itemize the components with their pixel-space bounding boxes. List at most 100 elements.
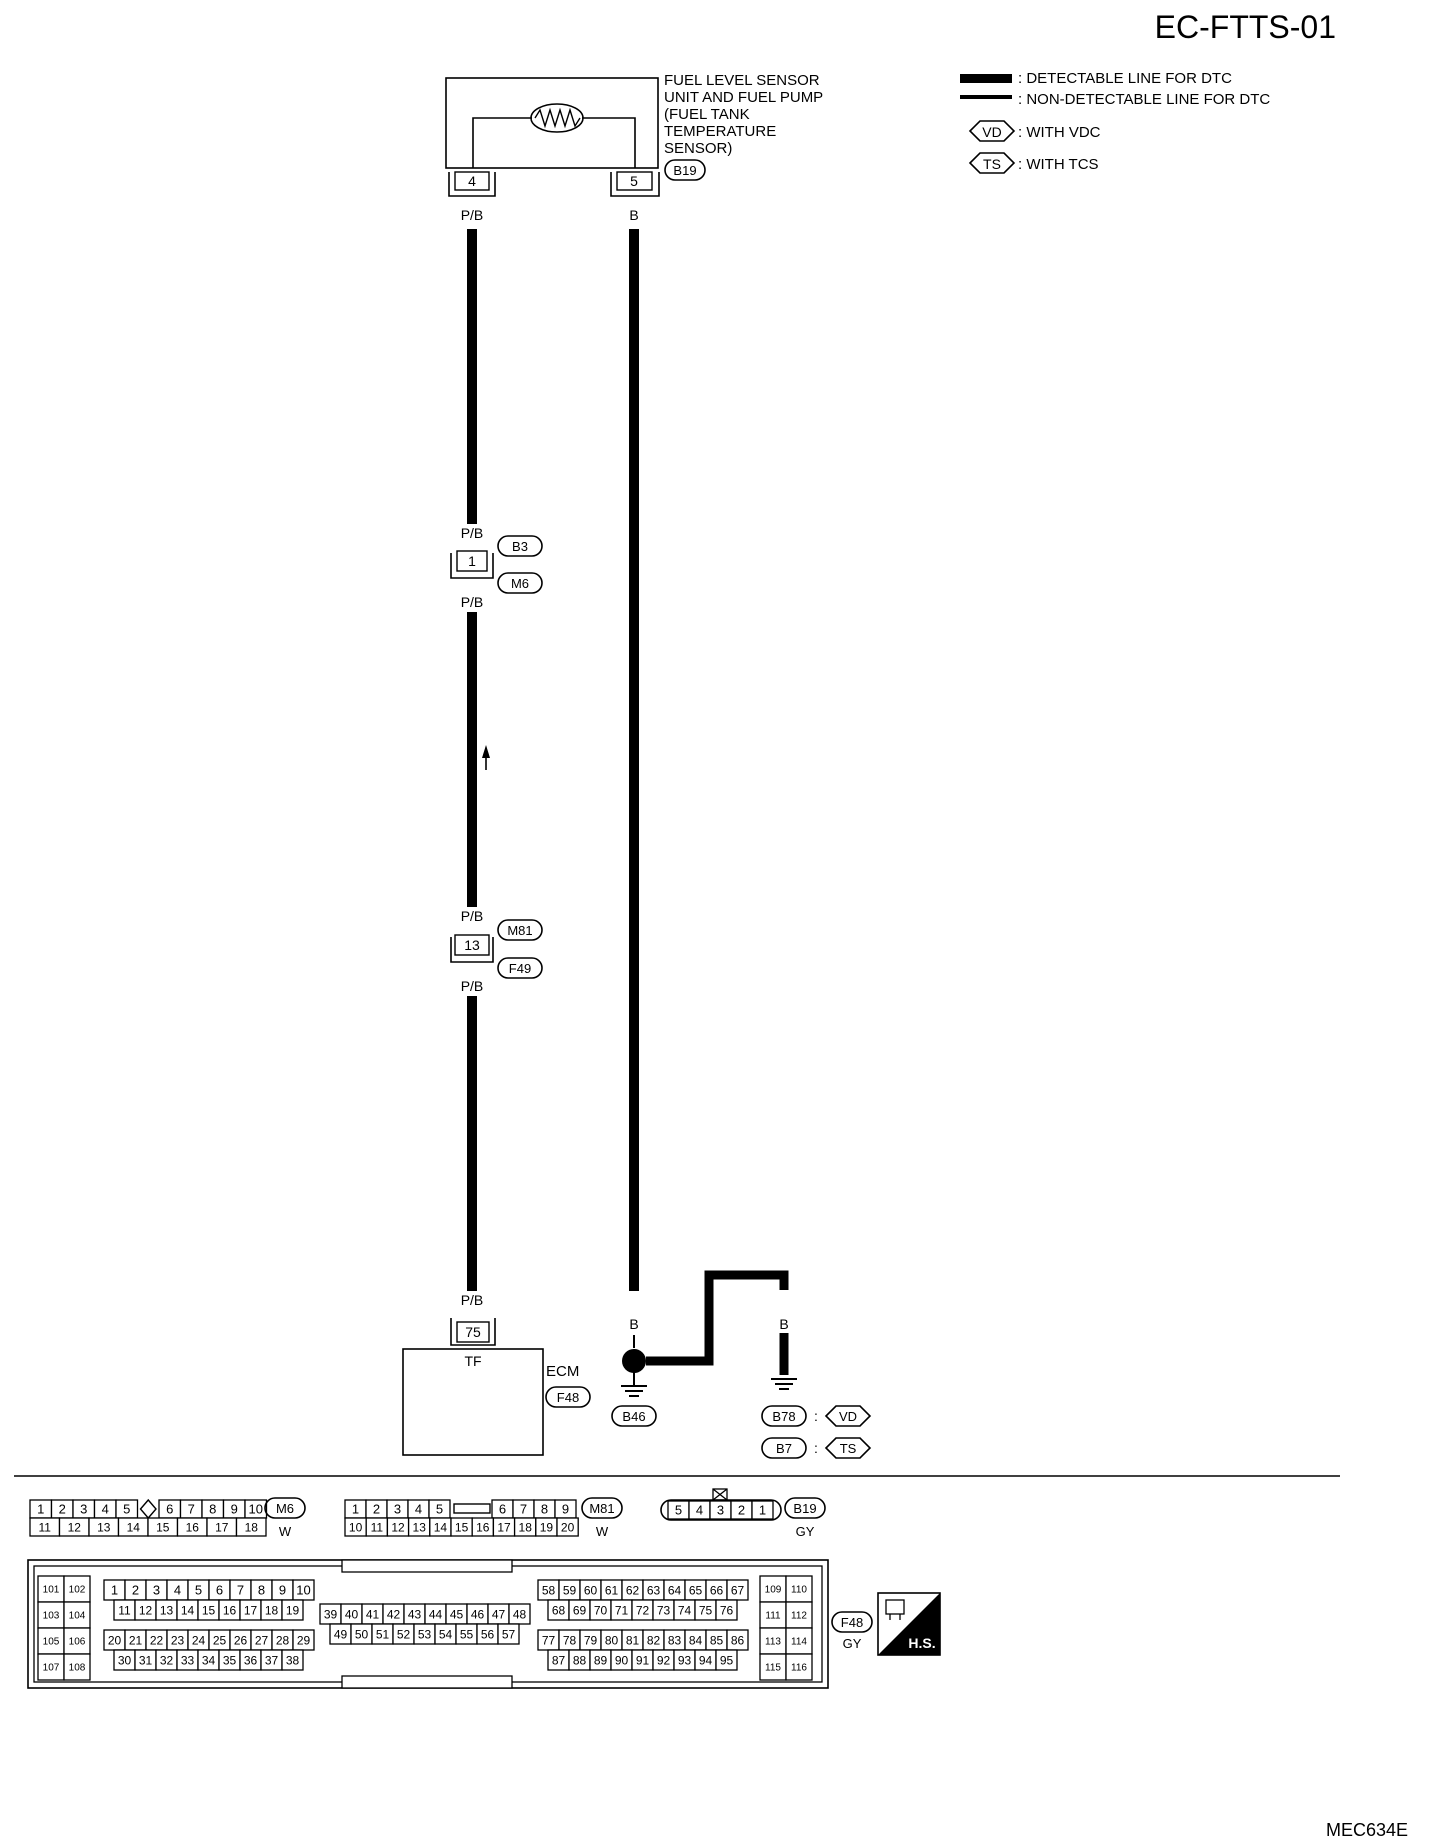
tcs-symbol: TS <box>983 156 1001 172</box>
terminal-number: 79 <box>584 1633 598 1647</box>
terminal-number: 80 <box>605 1633 619 1647</box>
terminal-number: 90 <box>615 1653 629 1667</box>
terminal-number: 85 <box>710 1633 724 1647</box>
connector-bracket <box>450 1318 496 1346</box>
terminal-number: 34 <box>202 1653 216 1667</box>
latch-slot-icon <box>453 1503 491 1514</box>
terminal-number: 51 <box>376 1627 390 1641</box>
tcs-condition-icon <box>968 152 1016 174</box>
terminal-number: 5 <box>675 1503 682 1518</box>
junction-pin <box>454 934 490 956</box>
terminal-number: 7 <box>237 1583 244 1598</box>
connector-tag-f48-label: F48 <box>841 1615 863 1630</box>
connector-color: GY <box>796 1524 815 1539</box>
terminal-number: 27 <box>255 1633 269 1647</box>
terminal-number: 43 <box>408 1607 422 1621</box>
terminal-cell <box>715 1599 738 1621</box>
connector-tag-m6 <box>264 1497 306 1519</box>
colon: : <box>814 1440 818 1456</box>
junction-connector-m81-f49: 13 M81 F49 P/B <box>450 919 543 994</box>
terminal-number: 1 <box>352 1502 359 1517</box>
ground-wire-branch <box>646 1270 789 1366</box>
terminal-number: 33 <box>181 1653 195 1667</box>
terminal-number: 10 <box>249 1502 263 1517</box>
sensor-pin-4-label: 4 <box>468 173 476 189</box>
wire-color-label: P/B <box>461 525 484 541</box>
terminal-number: 6 <box>499 1502 506 1517</box>
connector-tag-f48 <box>545 1386 591 1408</box>
terminal-number: 28 <box>276 1633 290 1647</box>
terminal-number: 58 <box>542 1583 556 1597</box>
terminal-number: 19 <box>286 1603 300 1617</box>
terminal-number: 75 <box>699 1603 713 1617</box>
sensor-internal-wiring-right <box>582 117 636 168</box>
legend-non-detectable-line <box>960 95 1012 99</box>
terminal-number: 35 <box>223 1653 237 1667</box>
connector-tag-b19 <box>784 1497 826 1519</box>
terminal-number: 17 <box>215 1520 229 1534</box>
tcs-condition-label: TS <box>840 1441 857 1456</box>
terminal-number: 52 <box>397 1627 411 1641</box>
connector-color: W <box>596 1524 609 1539</box>
wire-color-label: P/B <box>461 1292 484 1308</box>
terminal-number: 37 <box>265 1653 279 1667</box>
sensor-box <box>445 77 659 169</box>
terminal-number: 68 <box>552 1603 566 1617</box>
terminal-number: 17 <box>244 1603 258 1617</box>
terminal-number: 1 <box>759 1503 766 1518</box>
terminal-number: 38 <box>286 1653 300 1667</box>
terminal-number: 18 <box>245 1520 259 1534</box>
terminal-number: 88 <box>573 1653 587 1667</box>
terminal-number: 14 <box>434 1520 448 1534</box>
legend-detectable-text: : DETECTABLE LINE FOR DTC <box>1018 70 1232 87</box>
sensor-label-line-5: SENSOR) <box>664 140 732 157</box>
terminal-number: 4 <box>102 1502 109 1517</box>
terminal-number: 71 <box>615 1603 629 1617</box>
terminal-number: 12 <box>139 1603 153 1617</box>
vdc-condition-label: VD <box>839 1409 857 1424</box>
terminal-number: 8 <box>258 1583 265 1598</box>
terminal-cell <box>235 1517 267 1537</box>
terminal-number: 7 <box>520 1502 527 1517</box>
terminal-number: 20 <box>108 1633 122 1647</box>
latch-key-icon <box>712 1488 728 1501</box>
ecm-unit: 75 TF ECM F48 <box>402 1318 591 1456</box>
terminal-number: 40 <box>345 1607 359 1621</box>
terminal-number: 66 <box>710 1583 724 1597</box>
terminal-number: 59 <box>563 1583 577 1597</box>
terminal-number: 4 <box>696 1503 703 1518</box>
connector-tag-f48-label: F48 <box>557 1390 579 1405</box>
terminal-cell <box>63 1575 91 1603</box>
terminal-number: 114 <box>791 1637 807 1648</box>
junction-pin <box>456 550 488 572</box>
terminal-number: 11 <box>39 1520 52 1534</box>
sensor-pin-5-label: 5 <box>630 173 638 189</box>
terminal-number: 42 <box>387 1607 401 1621</box>
terminal-cell <box>37 1653 65 1681</box>
terminal-number: 22 <box>150 1633 164 1647</box>
terminal-number: 14 <box>181 1603 195 1617</box>
wire-color-label: P/B <box>461 908 484 924</box>
terminal-cell <box>759 1653 787 1681</box>
terminal-number: 11 <box>118 1603 131 1617</box>
sensor-label-line-1: FUEL LEVEL SENSOR <box>664 72 820 89</box>
terminal-number: 111 <box>765 1611 781 1622</box>
sensor-label-line-3: (FUEL TANK <box>664 106 750 123</box>
terminal-number: 53 <box>418 1627 432 1641</box>
terminal-cell <box>63 1601 91 1629</box>
terminal-number: 16 <box>186 1520 200 1534</box>
wire-color-label: B <box>629 207 638 223</box>
latch-key-icon <box>712 1488 728 1501</box>
terminal-number: 69 <box>573 1603 587 1617</box>
wire-color-label: P/B <box>461 594 484 610</box>
terminal-number: 91 <box>636 1653 650 1667</box>
terminal-number: 92 <box>657 1653 671 1667</box>
terminal-number: 63 <box>647 1583 661 1597</box>
terminal-number: 2 <box>738 1503 745 1518</box>
terminal-number: 77 <box>542 1633 556 1647</box>
terminal-number: 107 <box>43 1663 60 1674</box>
terminal-number: 30 <box>118 1653 132 1667</box>
terminal-number: 5 <box>436 1502 443 1517</box>
terminal-number: 12 <box>391 1520 405 1534</box>
terminal-number: 4 <box>415 1502 422 1517</box>
